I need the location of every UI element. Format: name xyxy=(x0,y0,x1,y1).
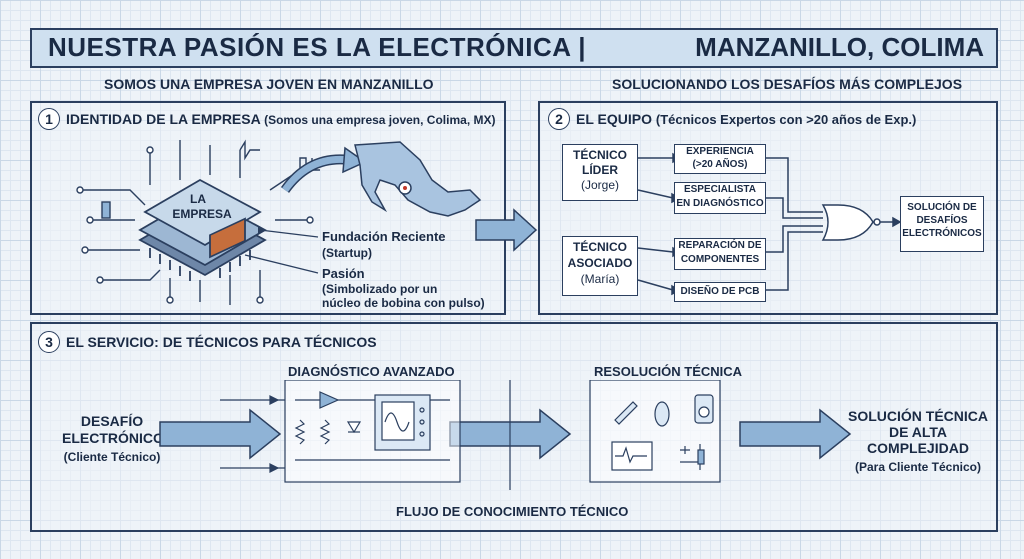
section2-number: 2 xyxy=(548,108,570,130)
solucion-line1: SOLUCIÓN DE xyxy=(907,202,977,213)
desafio-line1: DESAFÍO xyxy=(80,413,144,429)
desafio-sub: (Cliente Técnico) xyxy=(63,450,161,464)
reparacion-line2: COMPONENTES xyxy=(680,254,760,265)
tecnico-asociado-line1: TÉCNICO xyxy=(573,240,627,254)
tecnico-lider-box: TÉCNICO LÍDER (Jorge) xyxy=(562,144,638,201)
page-location: MANZANILLO, COLIMA xyxy=(695,32,984,62)
desafio-label: DESAFÍO ELECTRÓNICO xyxy=(62,413,164,447)
page-title: NUESTRA PASIÓN ES LA ELECTRÓNICA | xyxy=(48,32,587,62)
reparacion-box: REPARACIÓN DE COMPONENTES xyxy=(674,238,766,270)
solucion-line3: ELECTRÓNICOS xyxy=(902,228,982,239)
section3-title: 3 EL SERVICIO: DE TÉCNICOS PARA TÉCNICOS xyxy=(38,331,377,353)
solucion-tecnica-line3: COMPLEJIDAD xyxy=(867,440,969,456)
experiencia-line2: (>20 AÑOS) xyxy=(692,159,748,170)
footer-flow-label: FLUJO DE CONOCIMIENTO TÉCNICO xyxy=(396,504,629,519)
section1-title: 1 IDENTIDAD DE LA EMPRESA (Somos una empr… xyxy=(38,108,495,130)
desafio-line2: ELECTRÓNICO xyxy=(62,430,164,446)
section1-title-note: (Somos una empresa joven, Colima, MX) xyxy=(264,113,496,127)
pasion-sub-2: núcleo de bobina con pulso) xyxy=(322,296,485,310)
tecnico-asociado-box: TÉCNICO ASOCIADO (María) xyxy=(562,236,638,296)
tecnico-lider-line2: LÍDER xyxy=(582,163,618,177)
solucion-tecnica-line1: SOLUCIÓN TÉCNICA xyxy=(848,408,988,424)
chip-label-2: EMPRESA xyxy=(172,207,232,221)
especialista-line2: EN DIAGNÓSTICO xyxy=(676,198,764,209)
experiencia-box: EXPERIENCIA (>20 AÑOS) xyxy=(674,144,766,174)
especialista-line1: ESPECIALISTA xyxy=(683,184,757,195)
reparacion-line1: REPARACIÓN DE xyxy=(678,240,762,251)
pasion-sub-1: (Simbolizado por un xyxy=(322,282,438,296)
solucion-tecnica-line2: DE ALTA xyxy=(888,424,948,440)
tecnico-asociado-name: (María) xyxy=(580,272,620,286)
section2-title-text: EL EQUIPO xyxy=(576,111,652,127)
solucion-tecnica-label: SOLUCIÓN TÉCNICA DE ALTA COMPLEJIDAD xyxy=(848,408,988,456)
service-flow xyxy=(159,380,852,490)
tecnico-asociado-line2: ASOCIADO xyxy=(567,256,633,270)
section2-title: 2 EL EQUIPO (Técnicos Expertos con >20 añ… xyxy=(548,108,916,130)
pasion-label: Pasión xyxy=(322,266,365,281)
section3-number: 3 xyxy=(38,331,60,353)
solucion-line2: DESAFÍOS xyxy=(916,215,968,226)
chip-illustration: LA EMPRESA xyxy=(76,139,482,305)
pcb-box: DISEÑO DE PCB xyxy=(674,282,766,302)
fundacion-label: Fundación Reciente xyxy=(322,229,446,244)
title-bar xyxy=(30,28,998,68)
experiencia-line1: EXPERIENCIA xyxy=(686,146,754,157)
fundacion-sub: (Startup) xyxy=(322,246,372,260)
tecnico-lider-name: (Jorge) xyxy=(580,178,619,192)
subheader-left: SOMOS UNA EMPRESA JOVEN EN MANZANILLO xyxy=(104,76,434,92)
solucion-desafios-box: SOLUCIÓN DE DESAFÍOS ELECTRÓNICOS xyxy=(900,196,984,252)
especialista-box: ESPECIALISTA EN DIAGNÓSTICO xyxy=(674,182,766,214)
section3-title-text: EL SERVICIO: DE TÉCNICOS PARA TÉCNICOS xyxy=(66,334,377,350)
panel-link-arrow xyxy=(475,208,538,252)
solucion-tecnica-sub: (Para Cliente Técnico) xyxy=(854,460,982,474)
chip-label-1: LA xyxy=(190,192,206,206)
section1-number: 1 xyxy=(38,108,60,130)
resolucion-label: RESOLUCIÓN TÉCNICA xyxy=(594,364,743,379)
tecnico-lider-line1: TÉCNICO xyxy=(573,148,627,162)
subheader-right: SOLUCIONANDO LOS DESAFÍOS MÁS COMPLEJOS xyxy=(612,76,963,92)
diagnostico-label: DIAGNÓSTICO AVANZADO xyxy=(288,364,455,379)
section2-title-note: (Técnicos Expertos con >20 años de Exp.) xyxy=(655,112,917,127)
section1-title-text: IDENTIDAD DE LA EMPRESA xyxy=(66,111,261,127)
